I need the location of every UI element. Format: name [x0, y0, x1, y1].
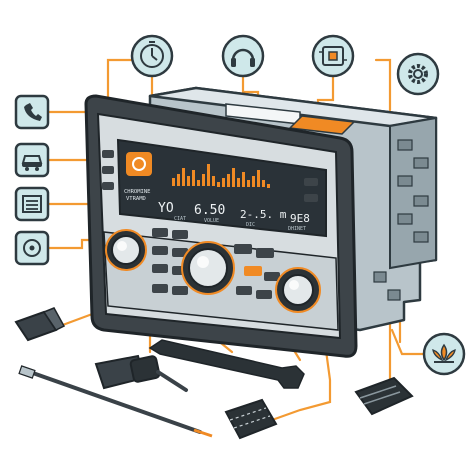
- car-icon[interactable]: [14, 142, 50, 178]
- control-buttons: [152, 228, 280, 299]
- radio-front-bezel: CHROMINE VTRAMD: [84, 94, 358, 358]
- ctrl-button-11[interactable]: [236, 286, 252, 295]
- ctrl-button-2[interactable]: [172, 230, 188, 239]
- headphones-icon[interactable]: [221, 34, 265, 78]
- ctrl-button-4[interactable]: [172, 248, 188, 257]
- sub-label-2: VOLUE: [204, 218, 219, 224]
- readout-4: 9E8: [290, 212, 310, 225]
- left-icons: [14, 94, 50, 266]
- disc-icon[interactable]: [14, 230, 50, 266]
- plug-connector-left: [14, 307, 66, 342]
- equalizer-bars: [172, 164, 270, 188]
- side-button-2[interactable]: [102, 166, 114, 174]
- readout-1: YO: [158, 201, 174, 216]
- lotus-icon[interactable]: [422, 332, 466, 376]
- phone-icon[interactable]: [14, 94, 50, 130]
- gear-icon[interactable]: [396, 52, 440, 96]
- iso-connector: [354, 376, 414, 416]
- side-button-5[interactable]: [304, 194, 318, 202]
- app-badge-line2: VTRAMD: [126, 196, 146, 202]
- sub-label-4: DHINET: [288, 226, 306, 232]
- center-knob[interactable]: [181, 241, 235, 295]
- ctrl-button-1[interactable]: [152, 228, 168, 237]
- ctrl-button-10[interactable]: [264, 272, 280, 281]
- menu-list-icon[interactable]: [14, 186, 50, 222]
- side-button-4[interactable]: [304, 178, 318, 186]
- circuit-board-icon[interactable]: [311, 34, 355, 78]
- rca-plug: [94, 354, 188, 392]
- wire-harness-plug: [224, 398, 278, 440]
- radio-screen: CHROMINE VTRAMD: [116, 138, 327, 238]
- ctrl-button-13[interactable]: [152, 284, 168, 293]
- side-buttons: [102, 150, 318, 202]
- ctrl-button-12[interactable]: [256, 290, 272, 299]
- app-badge-icon[interactable]: [126, 152, 152, 176]
- audio-jack-cable: [18, 365, 213, 438]
- ctrl-button-14[interactable]: [172, 286, 188, 295]
- timer-icon[interactable]: [130, 34, 174, 78]
- wrench-icon: [148, 339, 305, 389]
- ctrl-button-5[interactable]: [152, 264, 168, 273]
- sub-label-3: DIC: [246, 222, 255, 228]
- ctrl-button-9[interactable]: [244, 266, 262, 276]
- sub-label-1: CIAT: [174, 216, 186, 222]
- readout-3: 2-.5. m: [240, 208, 287, 221]
- side-button-3[interactable]: [102, 182, 114, 190]
- app-badge-line1: CHROMINE: [124, 189, 151, 195]
- ctrl-button-8[interactable]: [256, 248, 274, 258]
- ctrl-button-3[interactable]: [152, 246, 168, 255]
- top-icons: [130, 34, 440, 96]
- readout-2: 6.50: [194, 203, 225, 218]
- ctrl-button-7[interactable]: [234, 244, 252, 254]
- right-knob[interactable]: [275, 267, 321, 313]
- side-button-1[interactable]: [102, 150, 114, 158]
- left-knob[interactable]: [105, 229, 147, 271]
